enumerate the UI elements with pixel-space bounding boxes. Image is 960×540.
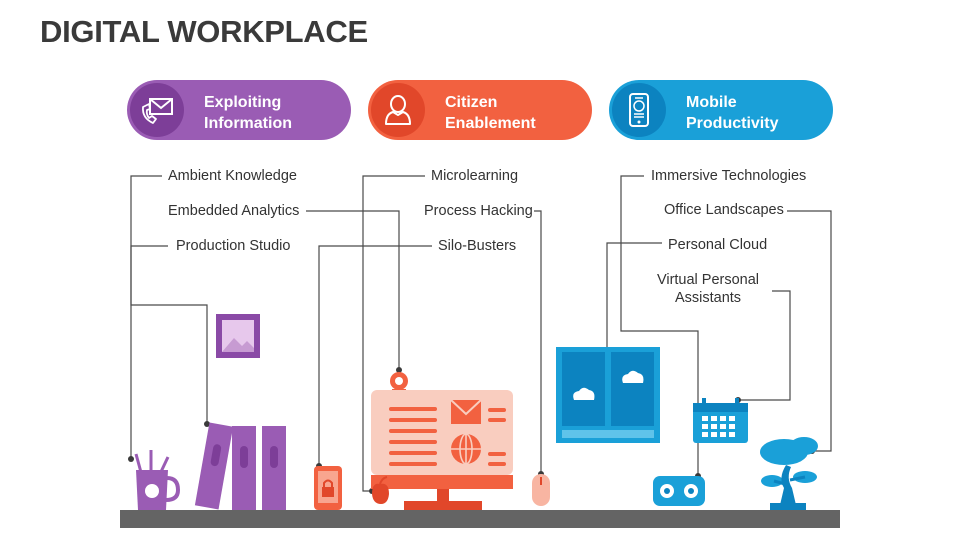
locked-phone-icon <box>314 466 342 510</box>
item-silo-busters: Silo-Busters <box>438 238 517 254</box>
ground-bar <box>120 510 840 528</box>
item-virtual-personal-assistants: Virtual Personal Assistants <box>656 272 760 306</box>
connector-microlearning <box>362 175 425 492</box>
binders-icon <box>194 422 286 510</box>
category-pill-mobile-productivity: Mobile Productivity <box>609 80 833 140</box>
connector-ambient-knowledge <box>130 175 162 459</box>
connector-immersive-technologies <box>620 175 699 476</box>
vr-headset-icon <box>653 476 705 506</box>
bonsai-tree-icon <box>760 437 818 510</box>
item-production-studio: Production Studio <box>176 238 291 254</box>
item-immersive-technologies: Immersive Technologies <box>651 168 807 184</box>
mouse-icon <box>532 474 550 506</box>
item-embedded-analytics: Embedded Analytics <box>168 203 300 219</box>
category-label: Mobile Productivity <box>686 94 779 132</box>
connector-virtual-assistants <box>738 290 791 401</box>
item-office-landscapes: Office Landscapes <box>664 202 784 218</box>
picture-frame-icon <box>216 314 260 358</box>
category-label: Exploiting Information <box>204 94 292 132</box>
category-pill-exploiting-information: Exploiting Information <box>127 80 351 140</box>
connector-process-hacking <box>534 210 542 474</box>
calendar-icon <box>693 398 748 443</box>
connector-production-studio <box>130 245 208 424</box>
apple-icon <box>372 476 389 504</box>
item-personal-cloud: Personal Cloud <box>668 237 768 253</box>
page-title: DIGITAL WORKPLACE <box>40 14 368 49</box>
pen-mug-icon <box>134 450 181 510</box>
envelope-phone-icon <box>130 83 184 137</box>
connector-personal-cloud <box>606 242 662 351</box>
connector-silo-busters <box>318 245 432 466</box>
cloud-window-icon <box>556 347 660 443</box>
category-pill-citizen-enablement: Citizen Enablement <box>368 80 592 140</box>
category-label: Citizen Enablement <box>445 94 536 132</box>
person-icon <box>371 83 425 137</box>
item-ambient-knowledge: Ambient Knowledge <box>168 168 297 184</box>
connector-office-landscapes <box>787 210 832 452</box>
connector-embedded-analytics <box>306 210 400 370</box>
monitor-icon <box>371 372 513 510</box>
smartphone-icon <box>612 83 666 137</box>
item-process-hacking: Process Hacking <box>424 203 533 219</box>
item-microlearning: Microlearning <box>431 168 519 184</box>
